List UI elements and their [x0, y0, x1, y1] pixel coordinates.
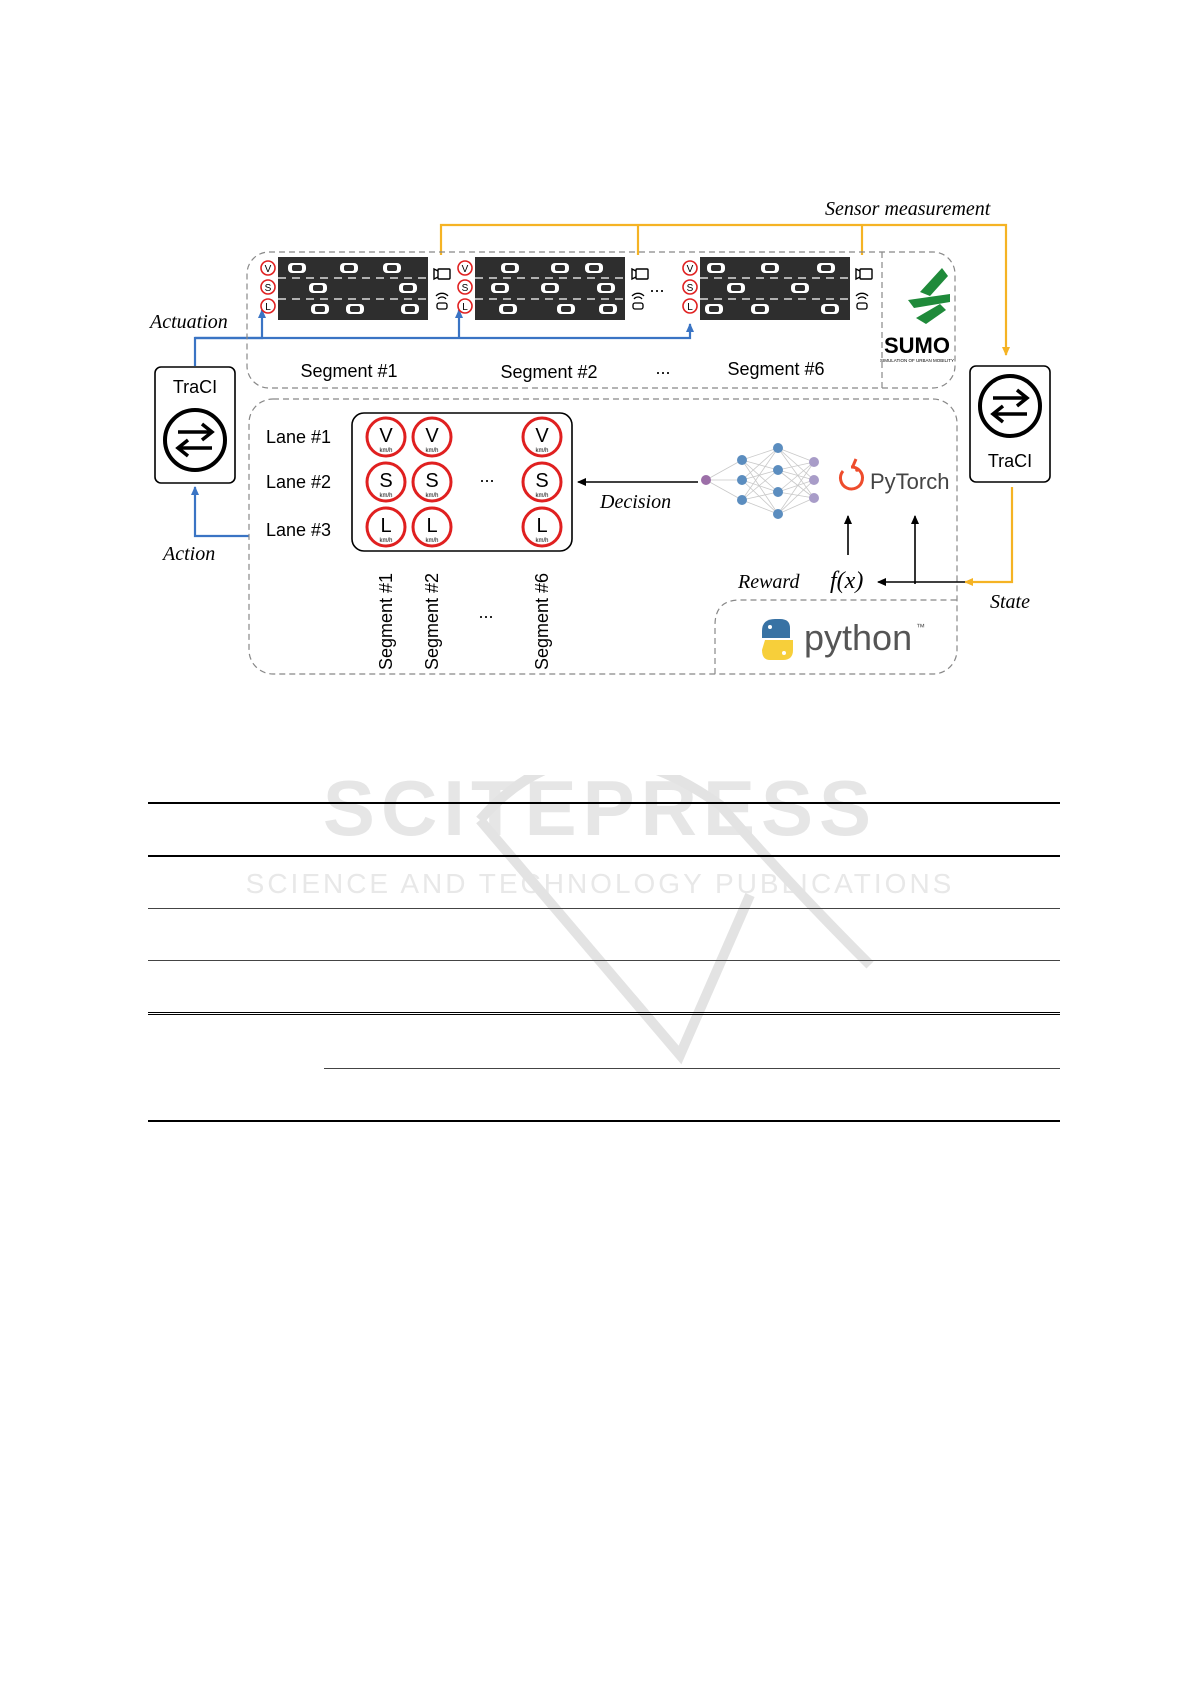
- svg-text:km/h: km/h: [535, 448, 548, 454]
- table-rule-4: [148, 960, 1060, 961]
- matrix-segment-label-1: Segment #1: [376, 573, 396, 670]
- road-segment-2[interactable]: [475, 257, 625, 320]
- camera-icon: [631, 268, 649, 280]
- svg-text:V: V: [535, 425, 549, 447]
- traci-right[interactable]: TraCI: [969, 365, 1051, 483]
- lane-label-1: Lane #1: [266, 427, 331, 447]
- lane-label-3: Lane #3: [266, 520, 331, 540]
- radar-icon: [435, 292, 449, 310]
- lane-label-2: Lane #2: [266, 472, 331, 492]
- sumo-container: [246, 251, 956, 389]
- svg-text:L: L: [380, 515, 391, 537]
- svg-text:km/h: km/h: [535, 538, 548, 544]
- svg-text:python: python: [804, 617, 912, 658]
- svg-text:S: S: [462, 283, 469, 294]
- sign-matrix: [351, 412, 573, 552]
- svg-text:L: L: [265, 302, 271, 313]
- svg-text:km/h: km/h: [379, 493, 392, 499]
- svg-text:™: ™: [916, 622, 925, 632]
- svg-text:km/h: km/h: [425, 493, 438, 499]
- svg-text:V: V: [462, 264, 469, 275]
- action-label: Action: [161, 543, 215, 565]
- reward-label: Reward: [737, 571, 800, 593]
- decision-label: Decision: [599, 491, 671, 513]
- radar-icon: [855, 292, 869, 310]
- svg-text:S: S: [379, 470, 392, 492]
- svg-text:km/h: km/h: [425, 538, 438, 544]
- svg-text:km/h: km/h: [379, 538, 392, 544]
- svg-text:L: L: [536, 515, 547, 537]
- svg-text:km/h: km/h: [425, 448, 438, 454]
- system-diagram: Sensor measurement Actuation Action: [148, 198, 1051, 675]
- svg-text:S: S: [265, 283, 272, 294]
- table-rule-5: [148, 1012, 1060, 1015]
- state-label: State: [990, 591, 1030, 613]
- svg-text:S: S: [687, 283, 694, 294]
- svg-text:L: L: [687, 302, 693, 313]
- matrix-segment-label-6: Segment #6: [532, 573, 552, 670]
- camera-icon: [855, 268, 873, 280]
- table-rule-3: [148, 908, 1060, 909]
- segment-label-2: Segment #2: [500, 362, 597, 382]
- svg-text:km/h: km/h: [379, 448, 392, 454]
- sensor-measurement-label: Sensor measurement: [825, 198, 991, 220]
- road-ellipsis: ...: [649, 276, 664, 296]
- table-rule-2: [148, 855, 1060, 857]
- svg-text:L: L: [426, 515, 437, 537]
- pytorch-logo: PyTorch: [839, 458, 949, 494]
- svg-text:PyTorch: PyTorch: [870, 469, 949, 494]
- table-rule-top: [148, 802, 1060, 804]
- svg-text:SCIENCE AND TECHNOLOGY PUBLICA: SCIENCE AND TECHNOLOGY PUBLICATIONS: [246, 868, 955, 899]
- python-container: [248, 398, 958, 675]
- svg-text:L: L: [462, 302, 468, 313]
- svg-text:SIMULATION OF URBAN MOBILITY: SIMULATION OF URBAN MOBILITY: [880, 358, 954, 363]
- python-logo: python ™: [762, 617, 925, 660]
- svg-text:SCITEPRESS: SCITEPRESS: [323, 775, 877, 852]
- svg-text:TraCI: TraCI: [988, 451, 1032, 471]
- svg-text:V: V: [265, 264, 272, 275]
- small-signs-seg6: V S L: [682, 260, 698, 314]
- svg-text:SUMO: SUMO: [884, 333, 950, 358]
- sign-matrix-col-2[interactable]: V km/h S km/h L km/h: [411, 416, 453, 548]
- scitepress-watermark: SCITEPRESS SCIENCE AND TECHNOLOGY PUBLIC…: [246, 775, 955, 1065]
- table-rule-bottom: [148, 1120, 1060, 1122]
- sumo-logo: SUMO SIMULATION OF URBAN MOBILITY: [880, 268, 954, 363]
- sensor-measurement-lines: [439, 223, 1014, 586]
- svg-text:km/h: km/h: [535, 493, 548, 499]
- fx-label: f(x): [830, 568, 863, 594]
- sign-matrix-col-6[interactable]: V km/h S km/h L km/h: [521, 416, 563, 548]
- segment-ellipsis: ...: [655, 358, 670, 378]
- actuation-label: Actuation: [148, 311, 228, 333]
- svg-text:V: V: [379, 425, 393, 447]
- table-rule-6: [324, 1068, 1060, 1069]
- svg-text:V: V: [687, 264, 694, 275]
- matrix-ellipsis: ...: [479, 466, 494, 486]
- svg-text:S: S: [535, 470, 548, 492]
- svg-text:S: S: [425, 470, 438, 492]
- road-segment-1[interactable]: [278, 257, 428, 320]
- small-signs-seg2: V S L: [457, 260, 473, 314]
- segment-label-1: Segment #1: [300, 361, 397, 381]
- road-segment-6[interactable]: [700, 257, 850, 320]
- sign-matrix-col-1[interactable]: V km/h S km/h L km/h: [365, 416, 407, 548]
- traci-left[interactable]: TraCI: [154, 366, 236, 484]
- matrix-segment-ellipsis: ...: [478, 602, 493, 622]
- matrix-segment-label-2: Segment #2: [422, 573, 442, 670]
- camera-icon: [433, 268, 451, 280]
- svg-text:V: V: [425, 425, 439, 447]
- small-signs-seg1: V S L: [260, 260, 276, 314]
- segment-label-6: Segment #6: [727, 359, 824, 379]
- actuation-lines: [191, 309, 694, 538]
- svg-text:TraCI: TraCI: [173, 377, 217, 397]
- radar-icon: [631, 292, 645, 310]
- neural-network-icon: [701, 443, 819, 519]
